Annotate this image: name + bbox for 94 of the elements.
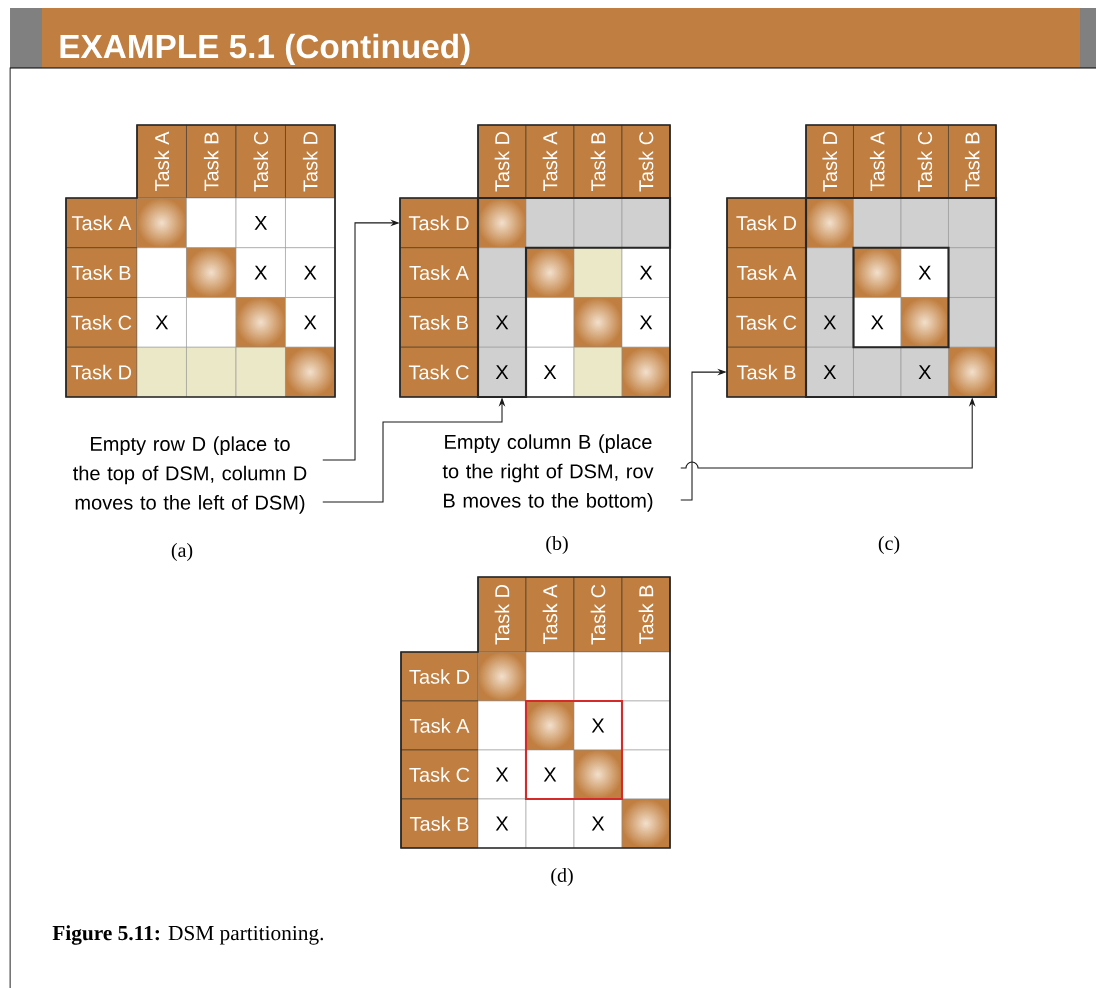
matrix-cell [186,346,237,398]
matrix-cell: X [900,247,949,298]
matrix-cell: X [477,749,527,800]
matrix-cell [805,247,854,298]
matrix-cell: X [477,297,527,348]
matrix-cell: X [477,346,527,398]
diagonal-cell [573,749,623,800]
row-header: Task B [399,297,479,348]
matrix-cell: X [573,700,623,751]
matrix-cell: X [525,346,575,398]
matrix-cell: X [235,197,286,249]
matrix-cell: X [621,297,671,348]
matrix-cell [621,700,671,751]
matrix-cell [948,247,997,298]
matrix-cell [853,197,902,249]
column-header: Task D [285,124,336,199]
matrix-cell: X [136,297,187,348]
matrix-cell [186,297,237,348]
column-header: Task C [235,124,286,199]
row-header: Task D [400,651,479,702]
matrix-cell: X [573,798,623,849]
column-header: Task B [573,124,623,199]
matrix-cell [621,651,671,702]
panel-caption: (c) [878,535,900,555]
column-header: Task B [621,576,671,653]
matrix-cell [285,197,336,249]
row-header: Task B [726,346,807,398]
row-header: Task D [65,346,138,398]
matrix-cell [136,346,187,398]
matrix-cell: X [805,346,854,398]
matrix-cell: X [805,297,854,348]
panel-caption: (d) [551,867,573,887]
column-header: Task D [805,124,854,199]
column-header: Task D [477,124,527,199]
matrix-cell [900,197,949,249]
column-header: Task C [900,124,949,199]
row-header: Task C [399,346,479,398]
matrix-cell [136,247,187,298]
matrix-cell [621,197,671,249]
row-header: Task C [726,297,807,348]
column-header: Task A [525,576,575,653]
annotation-text: Empty row D (place to the top of DSM, column D moves to the left of DSM) [73,436,307,514]
matrix-cell [525,651,575,702]
matrix-cell: X [525,749,575,800]
diagonal-cell [900,297,949,348]
annotation-text: Empty column B (place to the right of DSM, rov B moves to the bottom) [442,434,654,512]
diagonal-cell [621,346,671,398]
diagonal-cell [621,798,671,849]
row-header: Task B [400,798,479,849]
row-header: Task A [399,247,479,298]
row-header: Task C [400,749,479,800]
matrix-cell [853,346,902,398]
diagonal-cell [948,346,997,398]
column-header: Task A [525,124,575,199]
matrix-cell [525,297,575,348]
matrix-cell [235,346,286,398]
row-header: Task B [65,247,138,298]
row-header: Task C [65,297,138,348]
matrix-cell [573,197,623,249]
column-header: Task C [621,124,671,199]
matrix-cell [948,197,997,249]
matrix-cell [948,297,997,348]
column-header: Task B [186,124,237,199]
matrix-cell [525,197,575,249]
matrix-cell: X [853,297,902,348]
panel-caption: (a) [171,542,193,562]
column-header: Task A [853,124,902,199]
diagonal-cell [285,346,336,398]
matrix-cell [525,798,575,849]
matrix-cell [573,651,623,702]
matrix-cell: X [285,247,336,298]
matrix-cell [621,749,671,800]
matrix-cell [477,700,527,751]
matrix-cell: X [477,798,527,849]
matrix-cell: X [235,247,286,298]
matrix-cell: X [621,247,671,298]
title-banner: EXAMPLE 5.1 (Continued) [10,8,1096,68]
column-header: Task D [477,576,527,653]
figure-caption: Figure 5.11: DSM partitioning. [52,925,324,945]
matrix-cell: X [900,346,949,398]
column-header: Task B [948,124,997,199]
matrix-cell [477,247,527,298]
matrix-cell [573,247,623,298]
row-header: Task D [399,197,479,249]
row-header: Task D [726,197,807,249]
matrix-cell [186,197,237,249]
matrix-cell: X [285,297,336,348]
row-header: Task A [400,700,479,751]
matrix-cell [573,346,623,398]
row-header: Task A [726,247,807,298]
column-header: Task A [136,124,187,199]
panel-caption: (b) [546,535,568,555]
column-header: Task C [573,576,623,653]
row-header: Task A [65,197,138,249]
